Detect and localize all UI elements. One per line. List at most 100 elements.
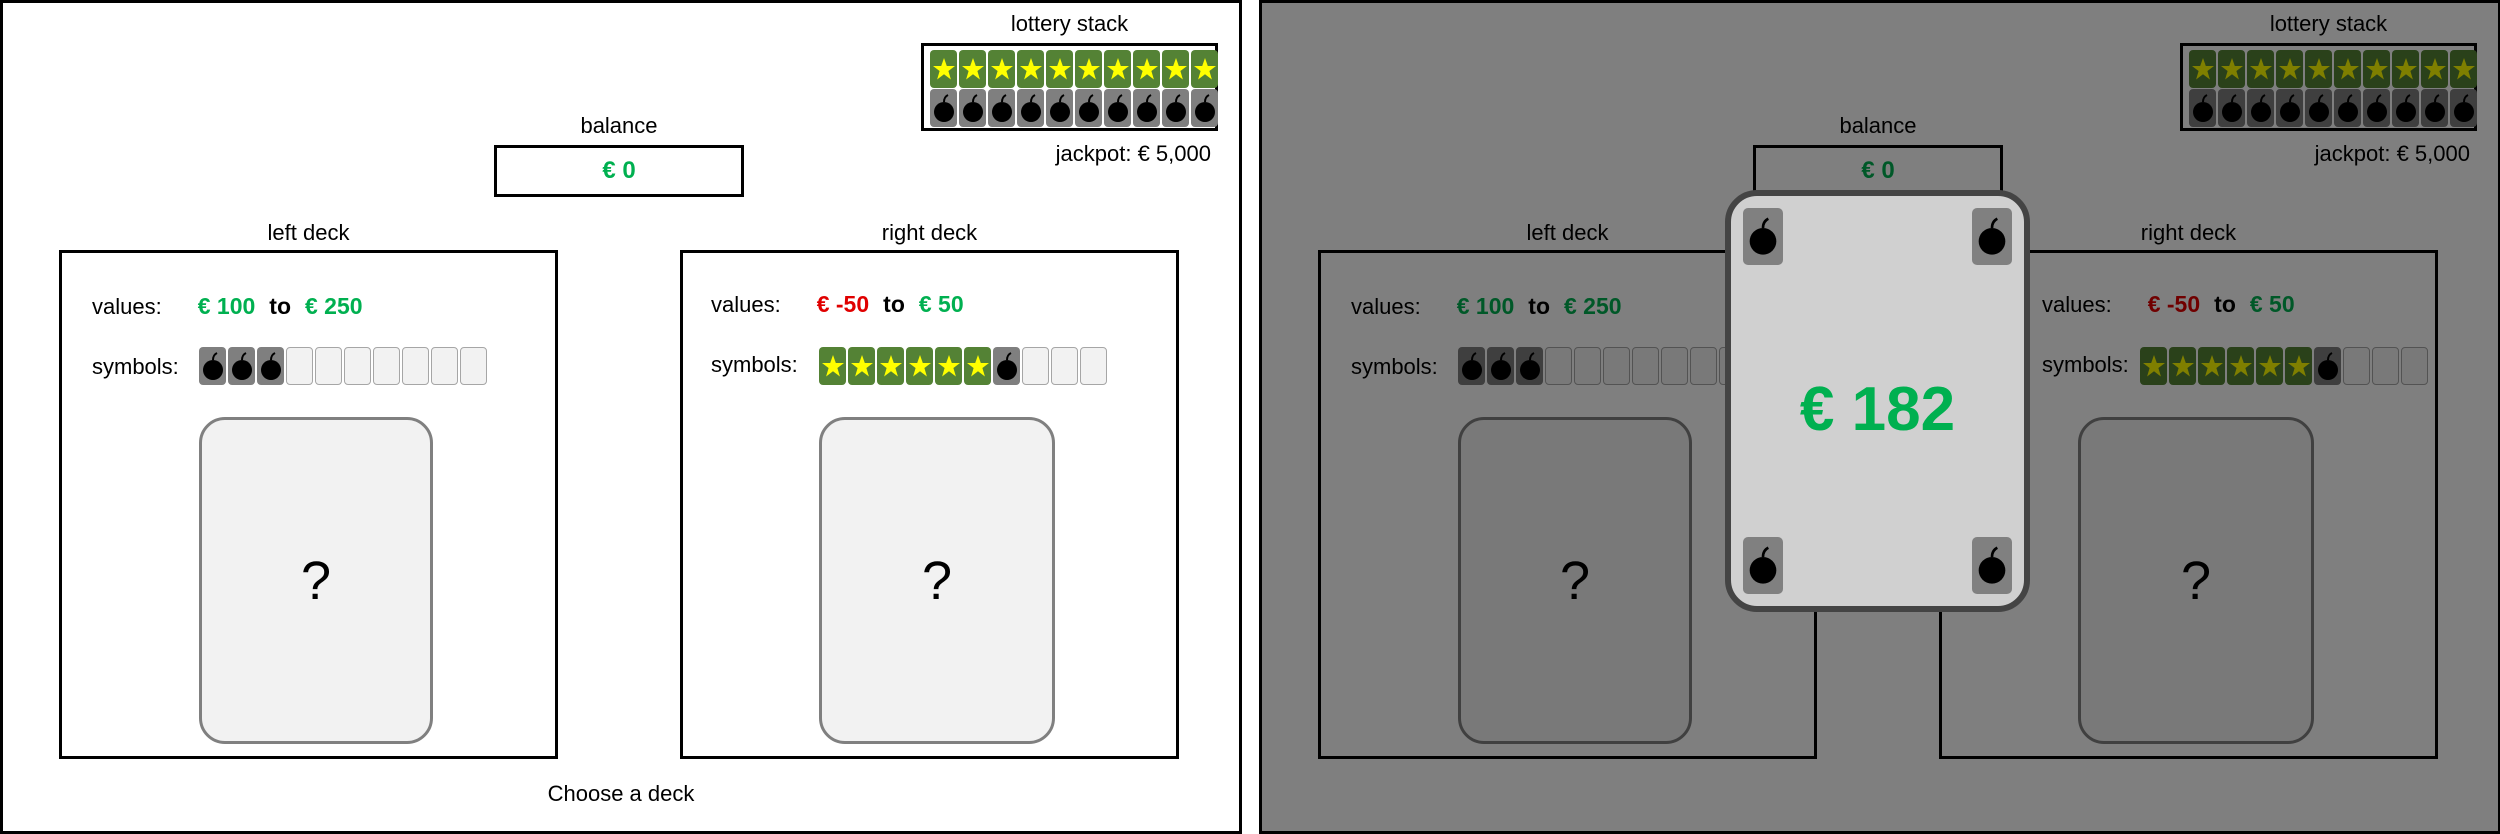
empty-slot <box>2372 347 2399 385</box>
card-question-mark: ? <box>300 550 332 611</box>
star-icon <box>2258 354 2282 378</box>
bomb-tile <box>1191 89 1218 127</box>
bomb-tile <box>1516 347 1543 385</box>
values-label: values: <box>2042 292 2112 317</box>
drawn-card-value: € 182 <box>1799 375 1956 444</box>
bomb-tile <box>930 89 957 127</box>
empty-slot <box>1545 347 1572 385</box>
right-deck-values: values: € -50 to € 50 <box>711 291 964 318</box>
left-deck-title: left deck <box>267 220 350 245</box>
empty-slot <box>1661 347 1688 385</box>
star-icon <box>908 354 932 378</box>
empty-slot <box>1603 347 1630 385</box>
star-icon <box>879 354 903 378</box>
star-icon <box>2278 57 2302 81</box>
star-tile <box>2247 50 2274 88</box>
bomb-tile <box>1075 89 1102 127</box>
bomb-icon <box>2316 351 2340 381</box>
star-icon <box>2142 354 2166 378</box>
bomb-icon <box>201 351 225 381</box>
star-tile <box>964 347 991 385</box>
star-icon <box>1164 57 1188 81</box>
star-tile <box>2140 347 2167 385</box>
left-deck-values: values: € 100 to € 250 <box>92 293 363 320</box>
screen-choose-deck: lottery stack jackpot: € 5,000 balance €… <box>0 0 1242 834</box>
lottery-stack <box>2180 43 2477 131</box>
values-label: values: <box>1351 294 1421 319</box>
empty-slot <box>431 347 458 385</box>
bomb-tile <box>2314 347 2341 385</box>
star-tile <box>2392 50 2419 88</box>
jackpot-text: jackpot: € 5,000 <box>2314 141 2470 166</box>
value-max: € 50 <box>918 291 964 317</box>
value-min: € -50 <box>816 291 870 317</box>
value-min: € -50 <box>2147 291 2201 317</box>
bomb-tile <box>2450 89 2477 127</box>
balance-label: balance <box>580 113 658 138</box>
star-icon <box>937 354 961 378</box>
bomb-icon <box>2249 93 2273 123</box>
star-icon <box>850 354 874 378</box>
bomb-tile <box>2305 89 2332 127</box>
values-label: values: <box>92 294 162 319</box>
star-tile <box>1133 50 1160 88</box>
bomb-tile <box>2247 89 2274 127</box>
right-deck-title: right deck <box>881 220 978 245</box>
value-to: to <box>1528 293 1550 319</box>
value-max: € 250 <box>305 293 363 319</box>
lottery-row-bombs <box>930 89 1218 127</box>
bomb-tile <box>1133 89 1160 127</box>
bomb-tile <box>2421 89 2448 127</box>
star-tile <box>2189 50 2216 88</box>
card-question-mark: ? <box>921 550 953 611</box>
star-icon <box>966 354 990 378</box>
left-deck-card[interactable]: ? <box>199 417 433 744</box>
star-icon <box>1048 57 1072 81</box>
balance-display: € 0 <box>494 145 744 197</box>
bomb-icon <box>1135 93 1159 123</box>
empty-slot <box>402 347 429 385</box>
bomb-icon <box>990 93 1014 123</box>
star-tile <box>988 50 1015 88</box>
bomb-icon <box>2336 93 2360 123</box>
bomb-icon <box>259 351 283 381</box>
star-tile <box>2421 50 2448 88</box>
star-tile <box>2218 50 2245 88</box>
bomb-tile <box>1104 89 1131 127</box>
value-max: € 250 <box>1564 293 1622 319</box>
star-icon <box>990 57 1014 81</box>
star-icon <box>1135 57 1159 81</box>
value-min: € 100 <box>197 293 256 319</box>
bomb-tile <box>228 347 255 385</box>
star-icon <box>2307 57 2331 81</box>
left-deck: values: € 100 to € 250 symbols: ? <box>59 250 558 759</box>
star-icon <box>2171 354 2195 378</box>
left-deck-symbols <box>199 347 487 385</box>
bomb-tile <box>2363 89 2390 127</box>
bomb-tile <box>1162 89 1189 127</box>
star-tile <box>2256 347 2283 385</box>
star-tile <box>2198 347 2225 385</box>
bomb-icon <box>1976 216 2008 261</box>
right-deck-card[interactable]: ? <box>2078 417 2314 744</box>
value-min: € 100 <box>1456 293 1515 319</box>
bomb-tile <box>2189 89 2216 127</box>
bomb-tile <box>2218 89 2245 127</box>
star-tile <box>1075 50 1102 88</box>
star-tile <box>1017 50 1044 88</box>
bomb-icon <box>1193 93 1217 123</box>
star-icon <box>2200 354 2224 378</box>
balance-value: € 0 <box>602 157 636 184</box>
bomb-icon <box>2365 93 2389 123</box>
bomb-icon <box>2220 93 2244 123</box>
bomb-icon <box>1077 93 1101 123</box>
bomb-tile <box>1458 347 1485 385</box>
bomb-icon <box>1518 351 1542 381</box>
symbols-label: symbols: <box>92 354 179 379</box>
left-deck-card[interactable]: ? <box>1458 417 1692 744</box>
star-icon <box>2423 57 2447 81</box>
bomb-icon <box>1106 93 1130 123</box>
bomb-tile <box>199 347 226 385</box>
star-tile <box>848 347 875 385</box>
right-deck-card[interactable]: ? <box>819 417 1055 744</box>
